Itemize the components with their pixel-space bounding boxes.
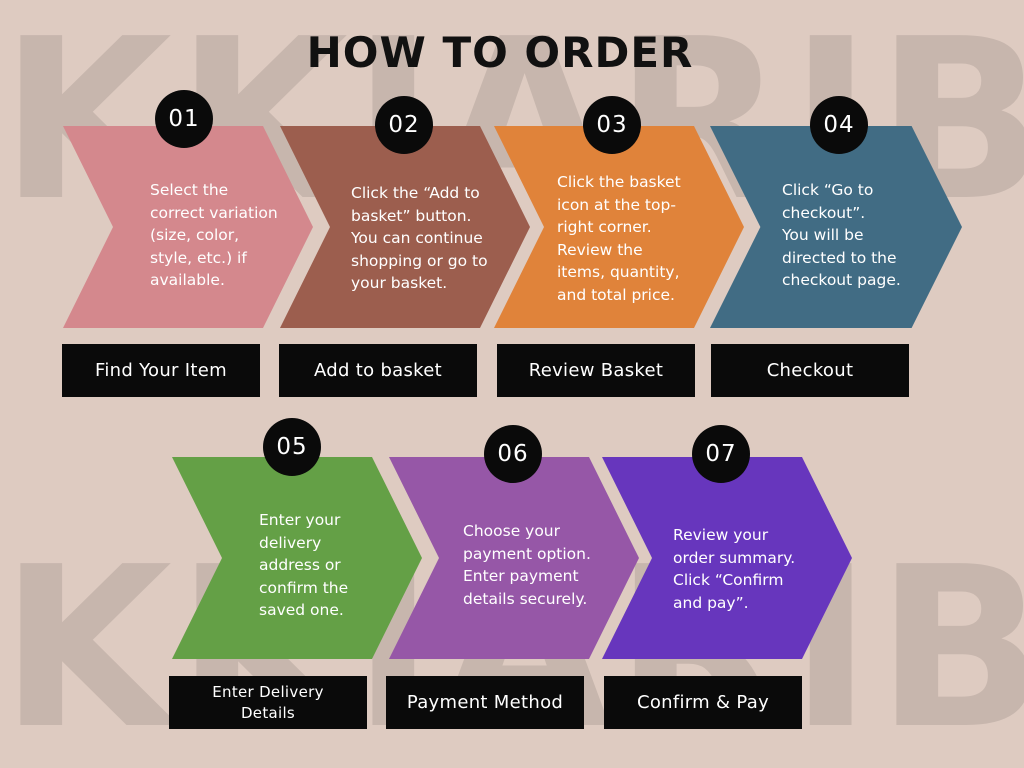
step-2-description: Click the “Add to basket” button. You ca… (351, 184, 488, 292)
step-4-label: Checkout (711, 344, 909, 397)
step-3-label: Review Basket (497, 344, 695, 397)
step-7-number: 07 (692, 425, 750, 483)
step-6-number: 06 (484, 425, 542, 483)
step-5-label: Enter Delivery Details (169, 676, 367, 729)
step-1-number: 01 (155, 90, 213, 148)
step-5-description: Enter your delivery address or confirm t… (259, 511, 349, 619)
step-5-number: 05 (263, 418, 321, 476)
page-title: HOW TO ORDER (306, 28, 694, 77)
step-4-number: 04 (810, 96, 868, 154)
step-2-number: 02 (375, 96, 433, 154)
step-5-arrow: Enter your delivery address or confirm t… (172, 457, 422, 659)
step-4-arrow: Click “Go to checkout”. You will be dire… (710, 126, 962, 328)
step-2-arrow: Click the “Add to basket” button. You ca… (280, 126, 530, 328)
step-1-arrow: Select the correct variation (size, colo… (63, 126, 313, 328)
step-6-label: Payment Method (386, 676, 584, 729)
step-7-label: Confirm & Pay (604, 676, 802, 729)
step-6-arrow: Choose your payment option. Enter paymen… (389, 457, 639, 659)
step-4-description: Click “Go to checkout”. You will be dire… (782, 181, 901, 289)
step-7-arrow: Review your order summary. Click “Confir… (602, 457, 852, 659)
step-7-description: Review your order summary. Click “Confir… (673, 526, 796, 612)
step-1-label: Find Your Item (62, 344, 260, 397)
step-2-label: Add to basket (279, 344, 477, 397)
step-3-arrow: Click the basket icon at the top- right … (494, 126, 744, 328)
step-3-number: 03 (583, 96, 641, 154)
step-1-description: Select the correct variation (size, colo… (150, 181, 278, 289)
step-6-description: Choose your payment option. Enter paymen… (463, 522, 591, 608)
step-3-description: Click the basket icon at the top- right … (557, 173, 681, 304)
